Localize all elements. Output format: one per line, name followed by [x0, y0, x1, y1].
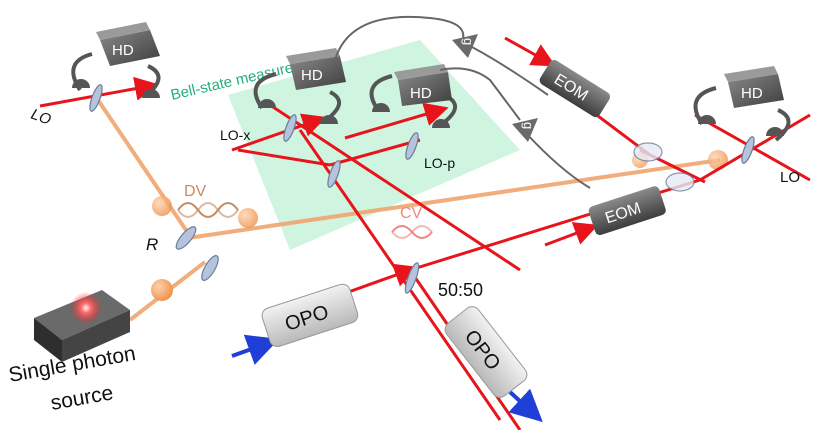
bs-lo-x — [283, 114, 297, 142]
svg-text:g: g — [461, 38, 476, 45]
photon-orb — [151, 279, 173, 301]
svg-text:HD: HD — [741, 85, 763, 102]
photon-orb — [238, 208, 258, 228]
pump-arrow-right — [508, 388, 543, 423]
lo-x-label: LO-x — [220, 127, 250, 143]
bs-eom-bottom — [665, 172, 695, 192]
eom-top: EOM — [539, 59, 611, 118]
single-photon-source — [34, 290, 130, 362]
bs-50-50 — [404, 262, 420, 294]
source-label-line2: source — [49, 381, 115, 415]
lo-left-label: LO — [29, 106, 54, 129]
svg-text:HD: HD — [112, 42, 134, 59]
mirror-r — [175, 226, 197, 250]
dv-label: DV — [184, 183, 207, 200]
eom-bottom: EOM — [588, 186, 666, 236]
source-emitter — [70, 292, 102, 324]
opo-right: OPO — [444, 306, 528, 398]
hd-bsm-right: HD — [369, 64, 457, 128]
optics — [89, 84, 755, 294]
r-label: R — [146, 235, 158, 254]
bs-lo-right — [741, 136, 755, 164]
lo-right-label: LO — [780, 169, 800, 186]
mirror-lower — [201, 255, 219, 281]
gain-middle: g — [512, 118, 538, 142]
gain-top: g — [452, 34, 478, 58]
bs-eom-top — [633, 142, 663, 162]
cv-label: CV — [400, 205, 423, 222]
hd-topleft: HD — [71, 22, 161, 98]
bs-lo-p — [405, 132, 419, 160]
hd-right: HD — [693, 66, 791, 142]
bs-center — [327, 160, 341, 188]
splitter-label: 50:50 — [438, 280, 483, 300]
bs-lo-left — [89, 84, 103, 112]
lo-p-label: LO-p — [424, 155, 455, 171]
svg-text:HD: HD — [410, 85, 432, 102]
hd-bsm-left: HD — [253, 48, 346, 124]
photon-orb — [152, 196, 172, 216]
photon-orb — [708, 150, 728, 170]
dv-wave — [177, 202, 239, 218]
opo-left: OPO — [261, 283, 359, 348]
pump-arrow-left — [231, 334, 280, 365]
svg-text:HD: HD — [301, 67, 323, 84]
svg-text:g: g — [521, 122, 536, 129]
